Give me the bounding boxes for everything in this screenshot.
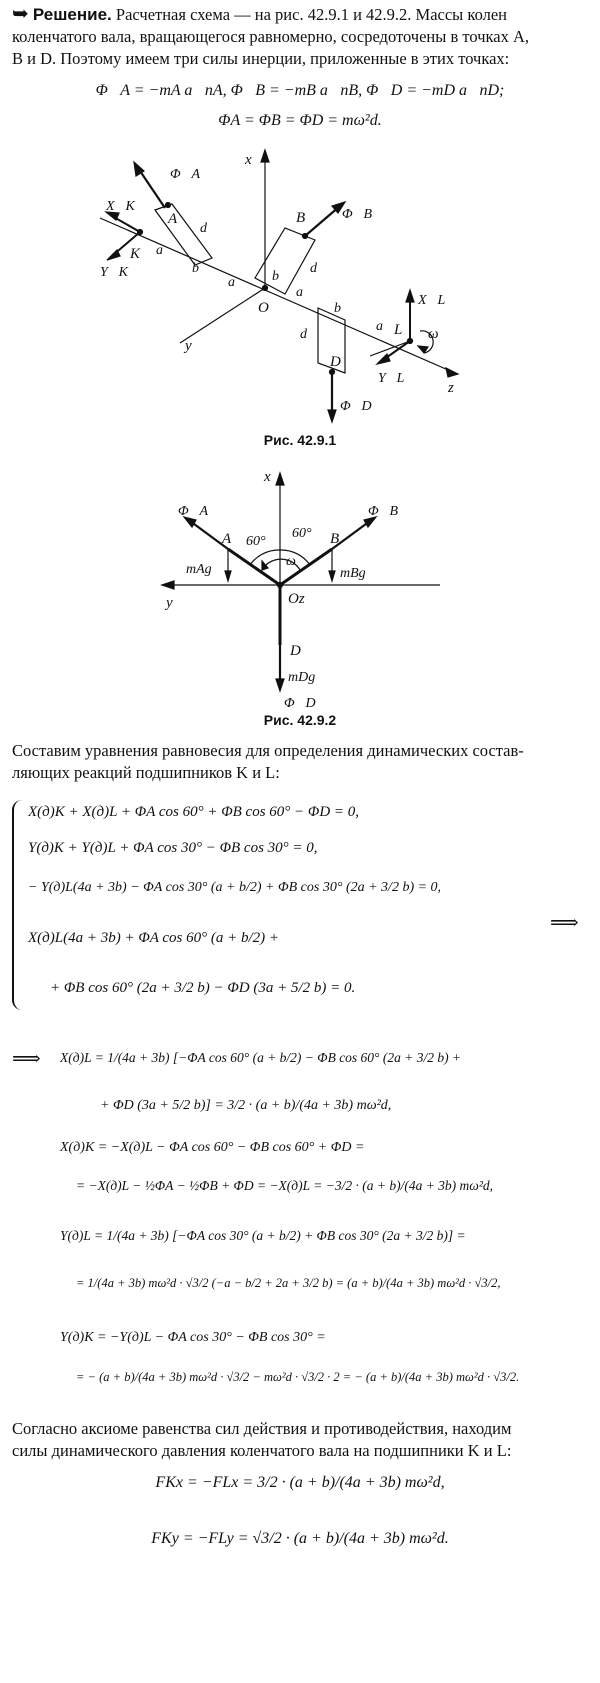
para2-line1: Составим уравнения равновесия для опреде… xyxy=(12,741,524,760)
fig1-label-b2: b xyxy=(272,269,279,284)
para3-line2: силы динамического давления коленчатого … xyxy=(12,1441,512,1460)
fig1-label-D: D xyxy=(329,354,341,370)
fig2-label-phiD: Φ⃗D xyxy=(284,696,316,711)
fig2-label-phiB: Φ⃗B xyxy=(368,504,399,519)
fig2-angle-b: 60° xyxy=(292,526,312,541)
fig1-label-d3: d xyxy=(300,327,308,342)
system-eq2: Y(д)K + Y(д)L + ΦA cos 30° − ΦB cos 30° … xyxy=(28,840,318,856)
intro-paragraph: ➥ Решение. Расчетная схема — на рис. 42.… xyxy=(12,2,588,70)
fig2-label-D: D xyxy=(289,643,301,659)
fig1-caption: Рис. 42.9.1 xyxy=(263,432,337,448)
solution-s8: = − (a + b)/(4a + 3b) mω²d · √3/2 − mω²d… xyxy=(76,1370,520,1384)
fig2-angle-a: 60° xyxy=(246,534,266,549)
fig1-label-YK: Y⃗K xyxy=(100,265,129,280)
system-eq1: X(д)K + X(д)L + ΦA cos 60° + ΦB cos 60° … xyxy=(28,804,360,820)
solution-s2: + ΦD (3a + 5/2 b)] = 3/2 · (a + b)/(4a +… xyxy=(100,1098,392,1113)
fig2-label-B: B xyxy=(330,531,339,547)
fig2-label-mDg: mDg⃗ xyxy=(288,670,326,685)
fig1-label-b3: b xyxy=(334,301,341,316)
figure-42-9-2: x y Oz A B D 60° 60° ω Φ⃗A Φ⃗B Φ⃗D mAg⃗ … xyxy=(160,469,440,711)
reaction-paragraph: Согласно аксиоме равенства сил действия … xyxy=(12,1418,588,1462)
solution-s6: = 1/(4a + 3b) mω²d · √3/2 (−a − b/2 + 2a… xyxy=(76,1276,501,1290)
fig2-label-y: y xyxy=(164,595,173,611)
fig2-label-mAg: mAg⃗ xyxy=(186,562,223,577)
fig1-label-z: z xyxy=(447,380,454,396)
fig1-label-XL: X⃗L xyxy=(417,293,445,308)
fig1-label-phiD: Φ⃗D xyxy=(340,399,372,414)
system-eq4a: X(д)L(4a + 3b) + ΦA cos 60° (a + b/2) + xyxy=(28,930,280,946)
fig2-label-Oz: Oz xyxy=(288,591,305,607)
intro-line1: Расчетная схема — на рис. 42.9.1 и 42.9.… xyxy=(115,5,507,24)
fig1-label-omega: ω xyxy=(428,326,439,342)
solution-s1: X(д)L = 1/(4a + 3b) [−ΦA cos 60° (a + b/… xyxy=(60,1050,462,1065)
system-brace xyxy=(12,800,24,1010)
fig1-label-K: K xyxy=(129,246,141,262)
fig1-label-a4: a xyxy=(376,319,383,334)
fig1-label-phiB: Φ⃗B xyxy=(342,207,373,222)
equilibrium-paragraph: Составим уравнения равновесия для опреде… xyxy=(12,740,588,784)
solution-implies: ⟹ xyxy=(12,1048,41,1070)
fig1-label-a3: a xyxy=(296,285,303,300)
fig2-label-omega: ω xyxy=(286,554,296,569)
solution-s3: X(д)K = −X(д)L − ΦA cos 60° − ΦB cos 60°… xyxy=(60,1140,365,1155)
intro-line2: коленчатого вала, вращающегося равномерн… xyxy=(12,27,530,46)
fig1-label-YL: Y⃗L xyxy=(378,371,405,386)
para3-line1: Согласно аксиоме равенства сил действия … xyxy=(12,1419,512,1438)
fig1-label-L: L xyxy=(393,322,402,338)
fig1-label-d2: d xyxy=(310,261,318,276)
fig1-label-XK: X⃗K xyxy=(105,199,135,214)
fig1-label-y: y xyxy=(183,338,192,354)
solution-s4: = −X(д)L − ½ΦA − ½ΦB + ΦD = −X(д)L = −3/… xyxy=(76,1178,494,1193)
intro-line3: B и D. Поэтому имеем три силы инерции, п… xyxy=(12,49,510,68)
fig1-label-A: A xyxy=(167,211,178,227)
fig2-label-mBg: mBg⃗ xyxy=(340,566,377,581)
fig2-label-A: A xyxy=(221,531,232,547)
fig1-label-O: O xyxy=(258,300,269,316)
fig1-label-B: B xyxy=(296,210,305,226)
solution-s7: Y(д)K = −Y(д)L − ΦA cos 30° − ΦB cos 30°… xyxy=(60,1330,326,1345)
system-implies: ⟹ xyxy=(550,912,579,934)
fig2-label-phiA: Φ⃗A xyxy=(178,504,209,519)
fig1-label-b1: b xyxy=(192,261,199,276)
final-fkx: FKx = −FLx = 3/2 · (a + b)/(4a + 3b) mω²… xyxy=(155,1474,445,1491)
inertia-magnitudes-formula: ΦA = ΦB = ΦD = mω²d. xyxy=(218,112,382,129)
fig2-caption: Рис. 42.9.2 xyxy=(263,712,337,728)
para2-line2: ляющих реакций подшипников K и L: xyxy=(12,763,280,782)
arrow-right-icon: ➥ xyxy=(12,1,29,25)
solution-s5: Y(д)L = 1/(4a + 3b) [−ΦA cos 30° (a + b/… xyxy=(60,1228,466,1243)
fig1-label-a1: a xyxy=(156,243,163,258)
solution-heading: Решение. xyxy=(32,5,112,24)
inertia-vectors-formula: Φ⃗A = −mA a⃗nA, Φ⃗B = −mB a⃗nB, Φ⃗D = −m… xyxy=(95,82,505,99)
figure-42-9-1: x y z O K L A B D a b a b a b a d d d ω … xyxy=(99,148,460,424)
fig1-label-d1: d xyxy=(200,221,208,236)
fig1-label-x: x xyxy=(244,152,252,168)
fig1-label-phiA: Φ⃗A xyxy=(170,167,201,182)
final-fky: FKy = −FLy = √3/2 · (a + b)/(4a + 3b) mω… xyxy=(151,1530,449,1547)
system-eq3: − Y(д)L(4a + 3b) − ΦA cos 30° (a + b/2) … xyxy=(28,880,442,895)
system-eq4b: + ΦB cos 60° (2a + 3/2 b) − ΦD (3a + 5/2… xyxy=(50,980,356,996)
fig2-label-x: x xyxy=(263,469,271,485)
fig1-label-a2: a xyxy=(228,275,235,290)
